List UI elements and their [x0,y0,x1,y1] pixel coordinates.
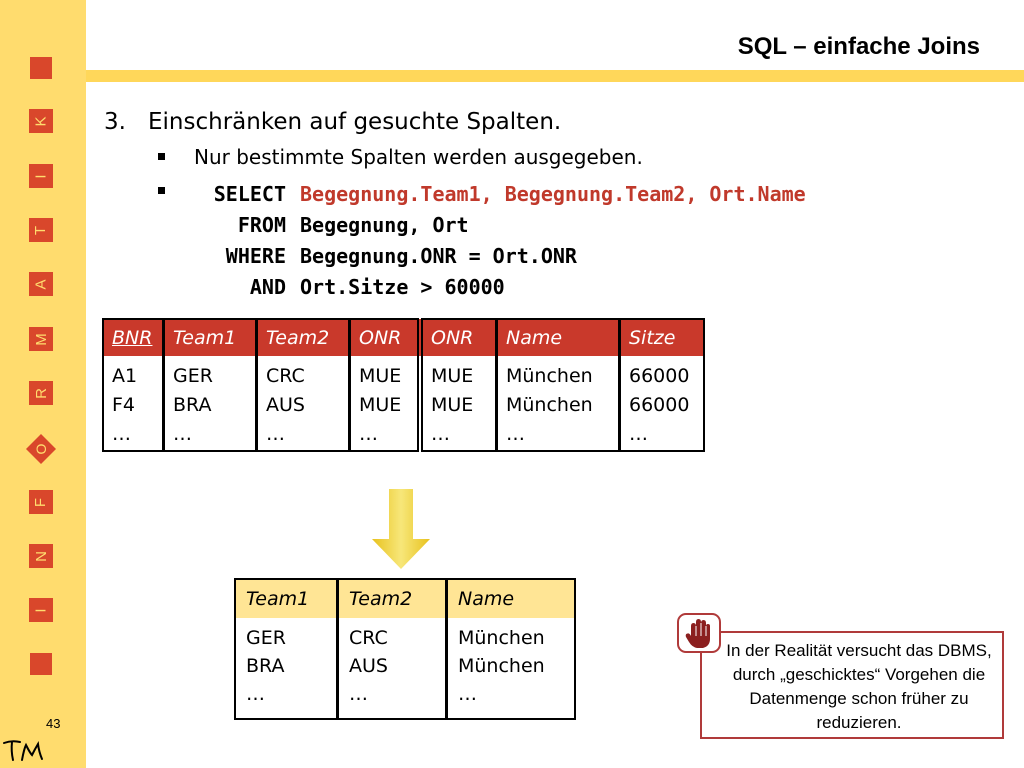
table-row: GER BRA … CRC AUS … München München … [235,618,575,719]
sql-where-keyword: WHERE [225,244,286,268]
sidebar-letter: F [29,490,53,514]
title-underline [86,70,1024,82]
sql-from-tables: Begegnung, Ort [300,213,469,237]
table-header-cell: Team1 [235,579,338,618]
bullet-marker [158,187,165,194]
sql-and-condition: Ort.Sitze > 60000 [300,275,505,299]
table-cell: GER BRA … [162,356,257,451]
sidebar-diamond-o: O [26,434,56,464]
table-header-cell: Sitze [618,319,704,356]
bullet-text: Nur bestimmte Spalten werden ausgegeben. [194,145,643,169]
sidebar-letter: T [29,218,53,242]
table-cell: MUE MUE … [348,356,420,451]
sql-select-columns: Begegnung.Team1, Begegnung.Team2, Ort.Na… [300,182,806,206]
table-cell: CRC AUS … [255,356,350,451]
table-cell: München München … [445,618,575,719]
sql-and-keyword: AND [249,275,286,299]
sidebar-letter: A [29,272,53,296]
table-row: A1 F4 … GER BRA … CRC AUS … MUE MUE … MU… [103,356,704,451]
sidebar-letter: M [29,327,53,351]
note-text: In der Realität versucht das DBMS, durch… [726,641,992,732]
table-header-row: Team1 Team2 Name [235,579,575,618]
table-header-row: BNR Team1 Team2 ONR ONR Name Sitze [103,319,704,356]
result-table: Team1 Team2 Name GER BRA … CRC AUS … Mün… [234,578,576,720]
sidebar-letter: N [29,544,53,568]
bullet-marker [158,153,165,160]
sql-from-keyword: FROM [237,213,286,237]
table-cell: 66000 66000 … [618,356,704,451]
table-header-cell: Team2 [255,319,350,356]
table-cell: MUE MUE … [417,356,497,451]
table-cell: München München … [495,356,620,451]
step-text: Einschränken auf gesuchte Spalten. [148,109,562,135]
sql-where-condition: Begegnung.ONR = Ort.ONR [300,244,577,268]
sidebar-letter: R [29,381,53,405]
sidebar-letter: K [29,109,53,133]
step-number: 3. [104,109,126,135]
table-header-cell: BNR [103,319,164,356]
sql-query: SELECT Begegnung.Team1, Begegnung.Team2,… [0,182,960,306]
sidebar-letter: I [29,598,53,622]
table-cell: GER BRA … [246,627,286,705]
table-header-cell: ONR [417,319,497,356]
table-header-cell: Team1 [162,319,257,356]
page-number: 43 [46,716,61,731]
step-heading: 3. Einschränken auf gesuchte Spalten. [104,109,561,135]
table-header-cell: Team2 [336,579,447,618]
join-table: BNR Team1 Team2 ONR ONR Name Sitze A1 F4… [102,318,705,452]
tm-logo [3,740,43,761]
sidebar-square-top [30,57,52,79]
table-cell: CRC AUS … [336,618,447,719]
table-header-cell: ONR [348,319,420,356]
table-header-cell: Name [495,319,620,356]
sql-select-keyword: SELECT [213,182,286,206]
down-arrow-icon [372,489,430,569]
sidebar-square-bottom [30,653,52,675]
stop-hand-icon [677,613,721,653]
table-cell: A1 F4 … [112,365,138,445]
sidebar-letter: I [29,164,53,188]
slide-title: SQL – einfache Joins [737,33,980,60]
svg-text:O: O [33,443,49,454]
note-box: In der Realität versucht das DBMS, durch… [700,631,1004,739]
table-header-cell: Name [445,579,575,618]
